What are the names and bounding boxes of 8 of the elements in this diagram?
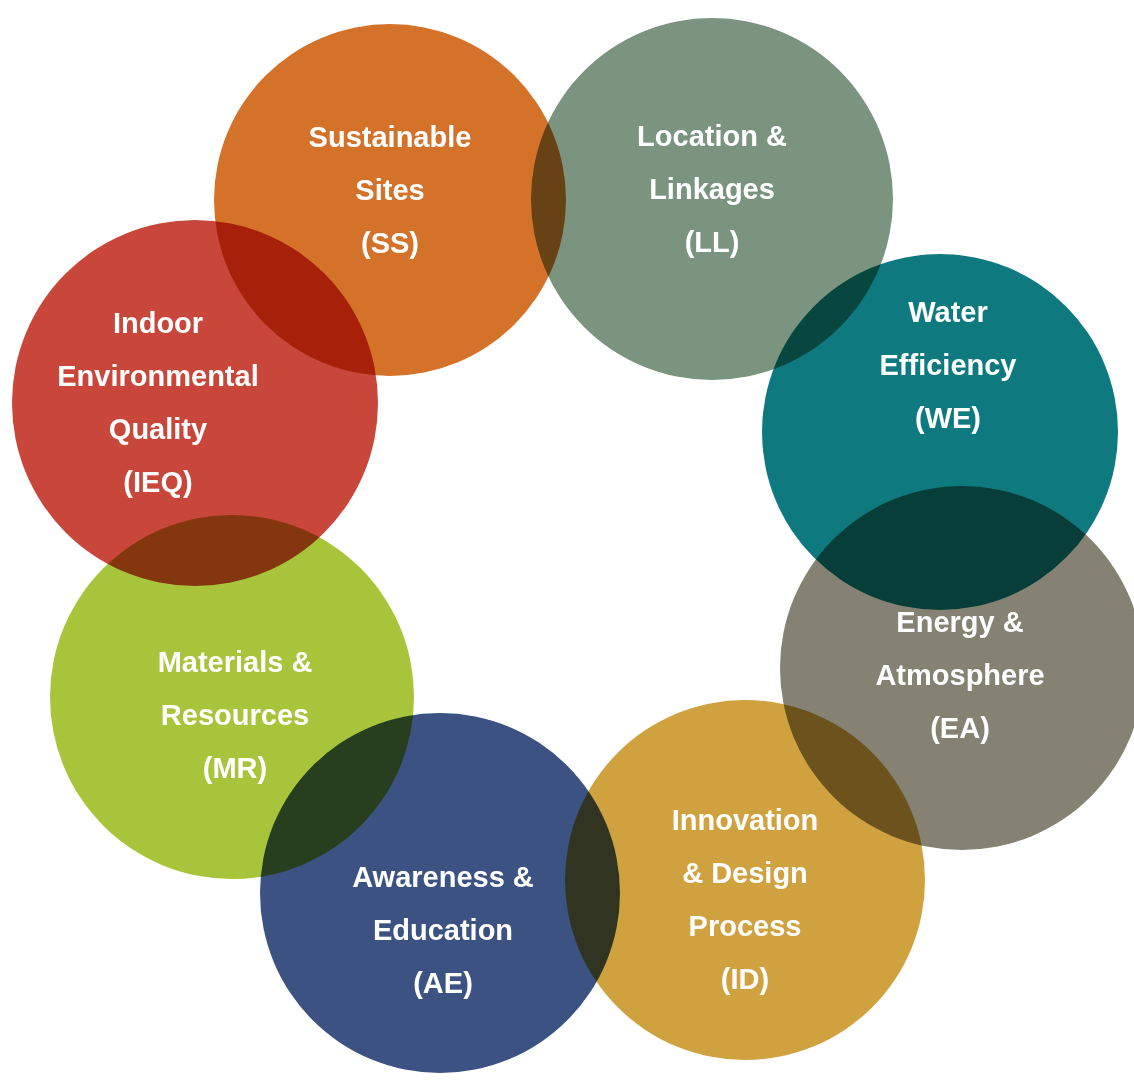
circle-label: Energy & Atmosphere (EA) xyxy=(875,604,1045,746)
circle-label: Materials & Resources (MR) xyxy=(157,644,313,786)
circle-label: Innovation & Design Process (ID) xyxy=(671,803,819,997)
circle-label: Indoor Environmental Quality (IEQ) xyxy=(57,306,259,500)
circle-label: Water Efficiency (WE) xyxy=(879,294,1017,436)
circle-label: Location & Linkages (LL) xyxy=(637,118,787,260)
circle-label: Awareness & Education (AE) xyxy=(352,859,534,1001)
circle-label: Sustainable Sites (SS) xyxy=(308,119,472,261)
